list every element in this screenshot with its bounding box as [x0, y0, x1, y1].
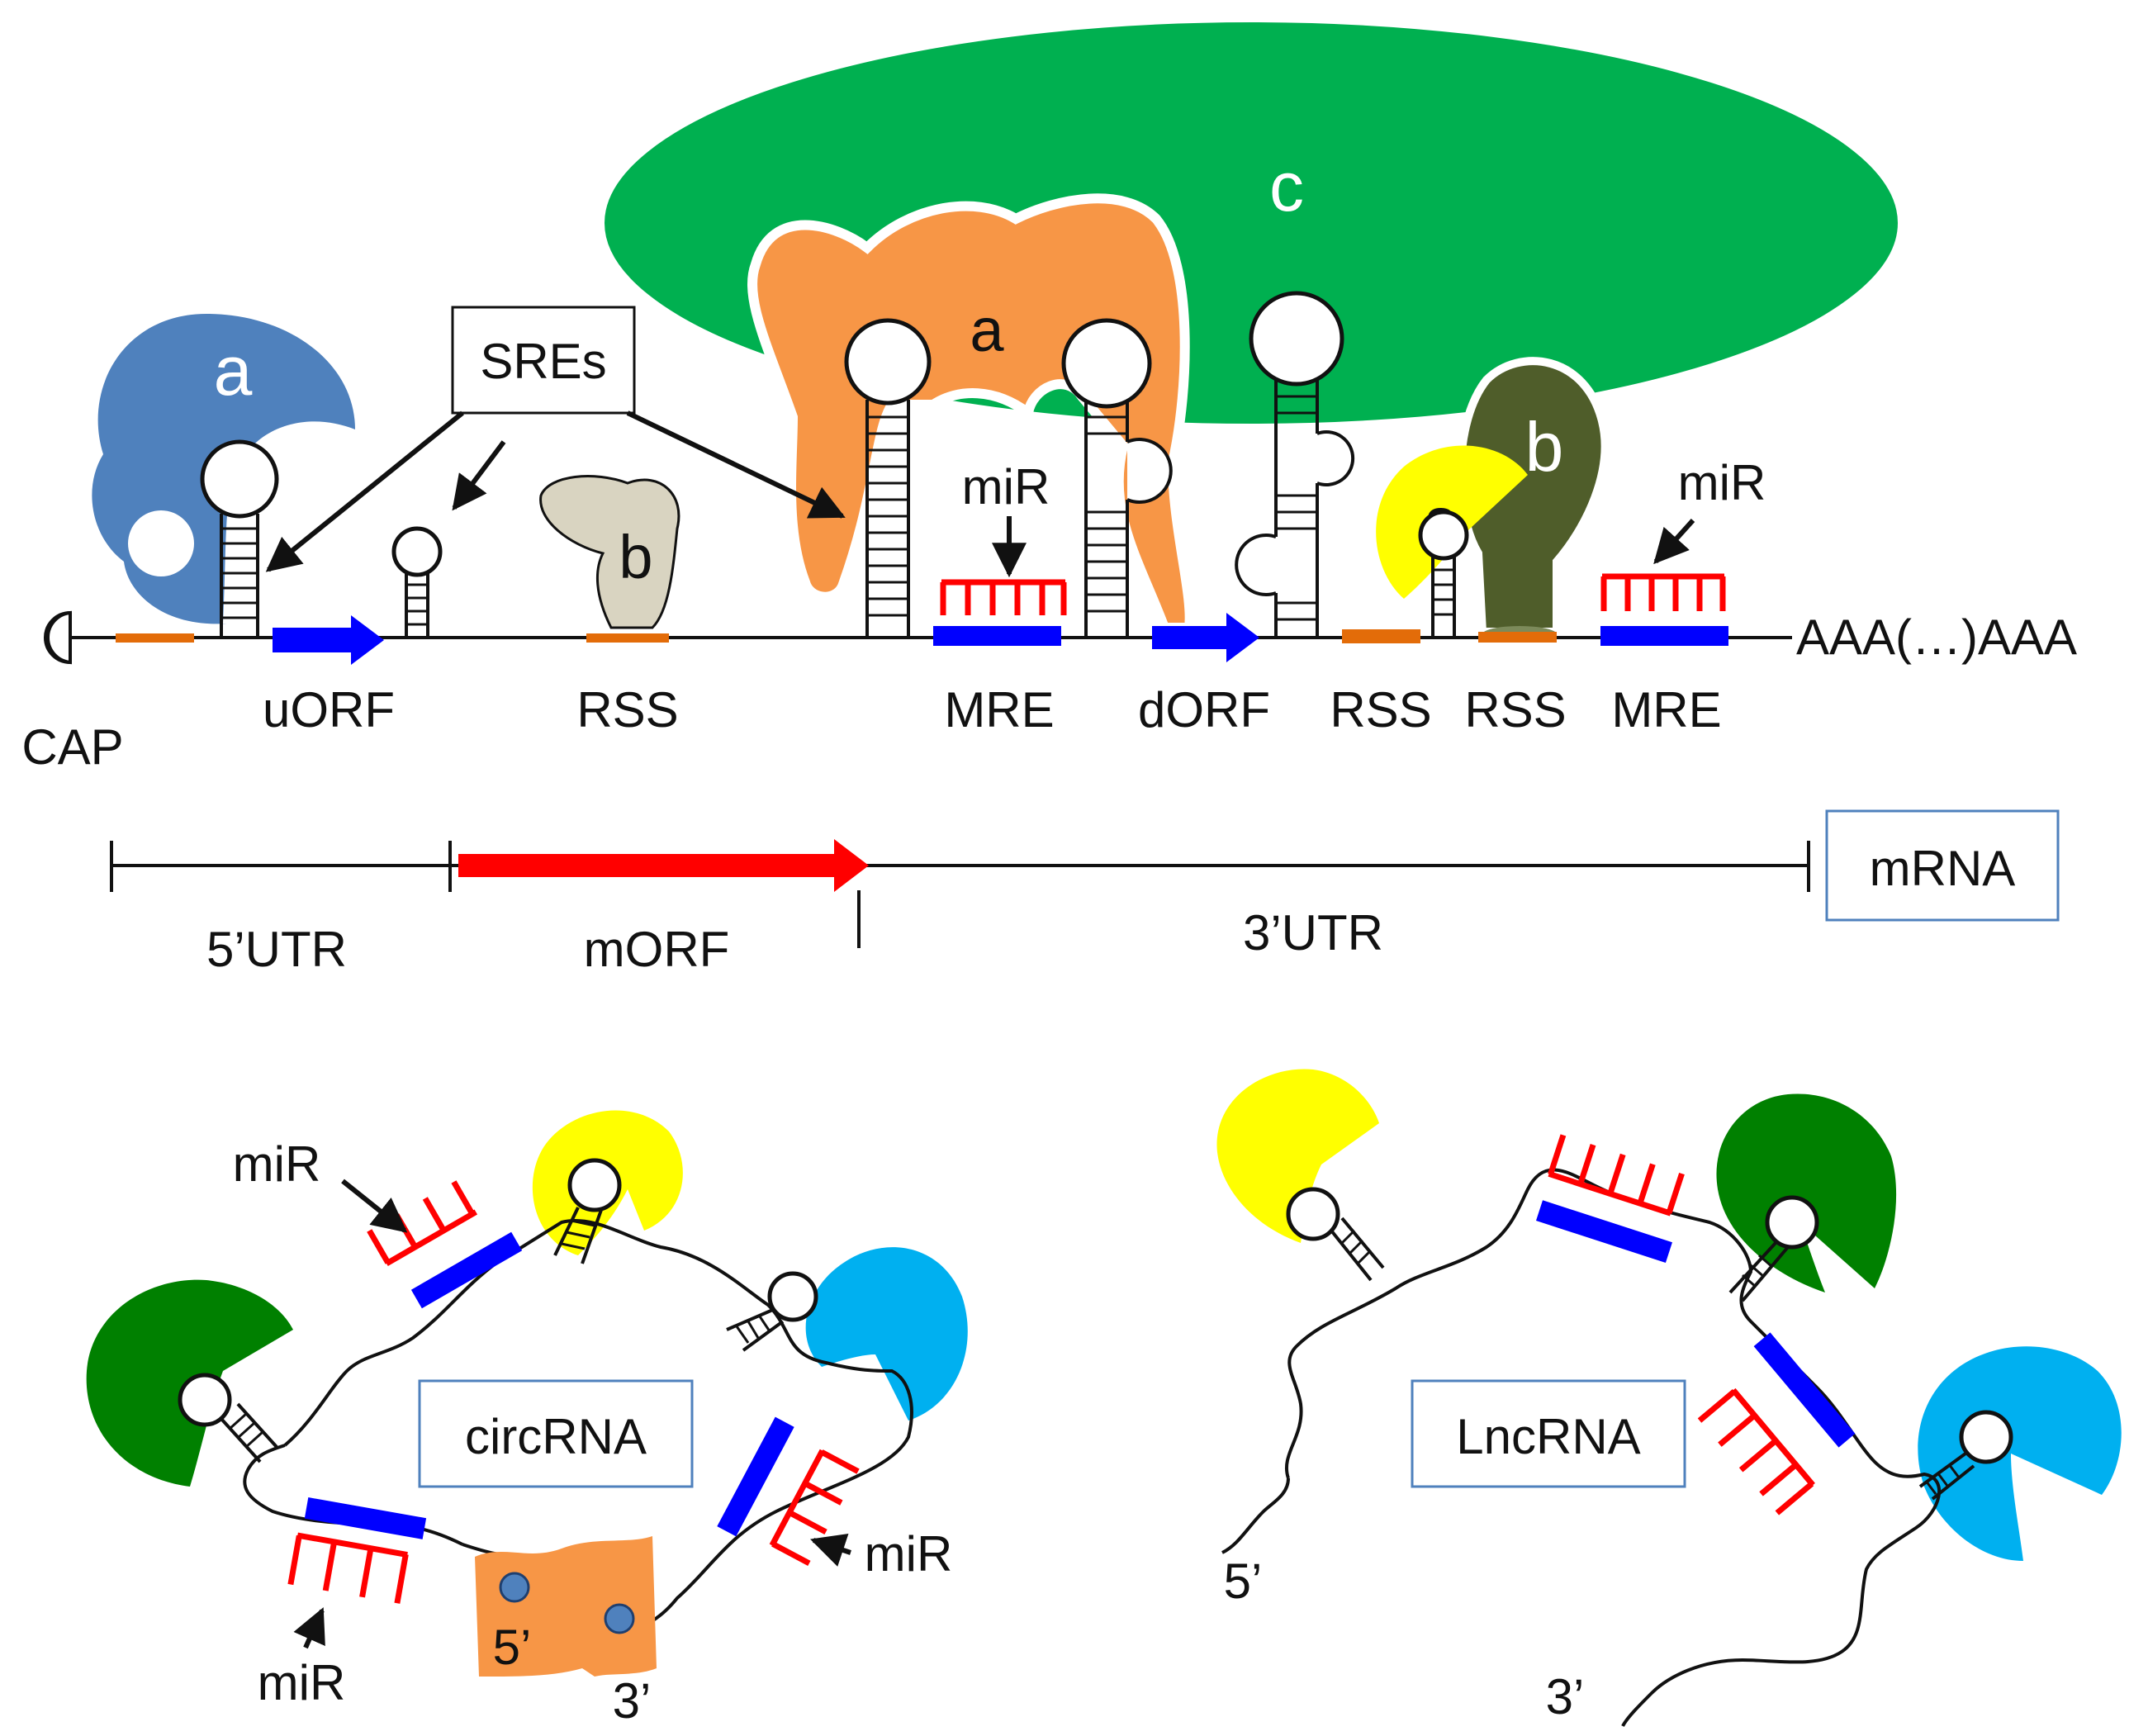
- circ-end-3: 3’: [613, 1673, 652, 1729]
- protein-b-tan: b: [539, 475, 680, 629]
- mir-label-2: miR: [1678, 455, 1766, 510]
- rss-site-2: [586, 633, 669, 643]
- circ-mirna-right: [769, 1449, 860, 1566]
- protein-a-orange-label: a: [970, 296, 1004, 364]
- uorf-label: uORF: [263, 682, 395, 738]
- lncrna-backbone: [1285, 1168, 1941, 1727]
- stem-loop-1: [200, 439, 279, 638]
- lnc-mirna-1: [1548, 1134, 1685, 1217]
- circ-mirna-bottom: [287, 1532, 409, 1604]
- cap-label: CAP: [21, 719, 123, 775]
- protein-b-olive: b: [1456, 357, 1610, 643]
- stem-loop-4: [1061, 318, 1173, 638]
- circ-mir-bottom-label: miR: [258, 1655, 346, 1710]
- circrna-panel: miR miR miR 5’ 3’ circRNA: [86, 1110, 968, 1729]
- lnc-end-3: 3’: [1546, 1669, 1585, 1724]
- circ-mirna-top: [367, 1180, 478, 1267]
- circrna-box: [418, 1379, 694, 1488]
- lnc-protein-yellow: [1216, 1069, 1379, 1243]
- circ-mir-right-arrow: [810, 1534, 851, 1567]
- circ-end-5: 5’: [493, 1620, 532, 1675]
- lnc-end-5: 5’: [1224, 1553, 1263, 1609]
- rss-label-1: RSS: [576, 682, 678, 738]
- utr5-label: 5’UTR: [206, 922, 347, 977]
- stem-loop-2: [391, 526, 443, 638]
- mir-arrow-2: [1653, 518, 1695, 565]
- protein-c-label: c: [1269, 148, 1304, 225]
- rss-site-1: [116, 633, 194, 643]
- mirna-1: [940, 579, 1067, 615]
- sres-label: SREs: [480, 334, 606, 389]
- lnc-mre-2: [1753, 1332, 1856, 1448]
- lncrna-panel: LncRNA 5’ 3’: [1216, 1069, 2122, 1727]
- circ-mir-top-arrow: [341, 1179, 408, 1233]
- dorf-arrow: [1152, 613, 1259, 662]
- mre-site-1: [933, 626, 1061, 646]
- rss-site-3: [1342, 629, 1420, 643]
- sres-arrow-2: [452, 440, 506, 511]
- circ-mir-bottom-arrow: [293, 1607, 325, 1649]
- lnc-mre-1: [1535, 1200, 1672, 1264]
- lnc-stem-loop-3: [1918, 1410, 2013, 1501]
- protein-a-blue-label: a: [214, 332, 253, 410]
- lncrna-box-label: LncRNA: [1456, 1409, 1640, 1464]
- cap-icon: [44, 610, 72, 665]
- lnc-protein-green: [1716, 1093, 1897, 1293]
- morf-arrow: [458, 839, 869, 892]
- stem-loop-6: [1418, 510, 1469, 638]
- protein-b-olive-label: b: [1525, 408, 1564, 486]
- lncrna-box: [1411, 1379, 1686, 1488]
- rss-label-3: RSS: [1464, 682, 1566, 738]
- circ-mir-top-label: miR: [233, 1136, 321, 1192]
- lnc-protein-cyan: [1918, 1346, 2122, 1561]
- mrna-box-label: mRNA: [1870, 841, 2016, 896]
- rss-site-4: [1478, 632, 1557, 643]
- mirna-2: [1600, 573, 1726, 611]
- stem-loop-5: [1235, 291, 1355, 638]
- protein-a-orange: a: [747, 193, 1195, 633]
- circ-stem-loop-1: [178, 1373, 278, 1463]
- circ-mre-bottom: [304, 1497, 427, 1539]
- mrna-panel: c a a b b a: [21, 11, 2077, 775]
- rss-label-2: RSS: [1330, 682, 1431, 738]
- mre-label-2: MRE: [1611, 682, 1721, 738]
- morf-label: mORF: [584, 922, 730, 977]
- circ-mre-right: [717, 1416, 794, 1537]
- circ-mre-top: [410, 1231, 523, 1309]
- mrna-box: [1825, 809, 2060, 922]
- lnc-stem-loop-1: [1286, 1187, 1385, 1282]
- mre-label-1: MRE: [944, 682, 1054, 738]
- circ-orange-block: 5’ 3’: [475, 1536, 657, 1729]
- protein-b-tan-label: b: [619, 523, 652, 591]
- sres-box: [451, 306, 636, 415]
- lnc-mirna-2: [1697, 1387, 1815, 1515]
- circrna-box-label: circRNA: [465, 1409, 647, 1464]
- circ-stem-loop-2: [553, 1158, 622, 1264]
- circ-stem-loop-3: [726, 1271, 818, 1352]
- sres-arrow-3: [626, 410, 846, 519]
- stem-loop-3: [844, 318, 932, 638]
- lnc-stem-loop-2: [1728, 1195, 1819, 1302]
- mir-label-1: miR: [962, 459, 1050, 515]
- sres-arrow-1: [265, 410, 464, 572]
- dorf-label: dORF: [1138, 682, 1270, 738]
- mre-site-2: [1600, 626, 1728, 646]
- circ-mir-right-label: miR: [865, 1526, 953, 1582]
- polya-tail: AAA(…)AAA: [1796, 609, 2077, 665]
- mrna-regions: 5’UTR mORF 3’UTR mRNA: [110, 809, 2060, 977]
- uorf-arrow: [273, 615, 384, 665]
- circ-protein-cyan: [805, 1247, 968, 1421]
- utr3-label: 3’UTR: [1243, 905, 1383, 960]
